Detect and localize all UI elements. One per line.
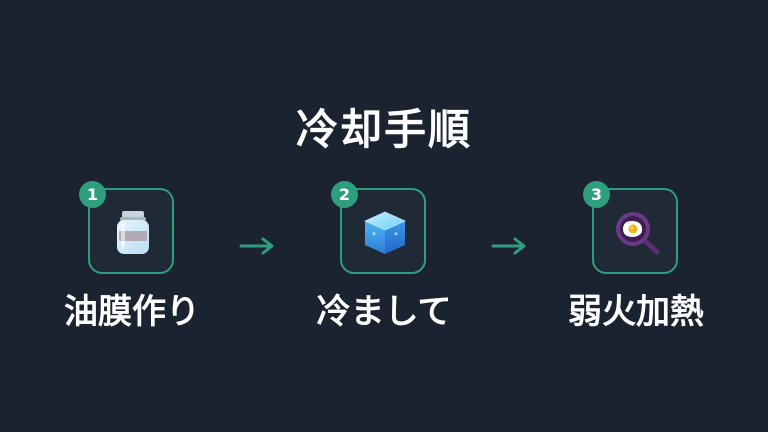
step-number-badge: 1	[79, 181, 106, 208]
step-2: 2 冷まして	[284, 181, 484, 346]
step-number-badge: 2	[331, 181, 358, 208]
frying-pan-icon	[616, 212, 660, 255]
ice-cube-icon	[363, 211, 407, 254]
arrow-right-icon	[239, 237, 274, 255]
step-1: 1 油膜作り	[32, 181, 232, 346]
step-3-label: 弱火加熱	[568, 292, 704, 332]
step-number-badge: 3	[583, 181, 610, 208]
step-1-card	[88, 188, 174, 274]
step-3: 3 弱火加熱	[536, 181, 736, 346]
step-2-label: 冷まして	[316, 292, 452, 332]
step-1-label: 油膜作り	[64, 292, 200, 332]
jar-icon	[117, 211, 149, 254]
arrow-right-icon	[491, 237, 526, 255]
page-title: 冷却手順	[295, 105, 472, 154]
